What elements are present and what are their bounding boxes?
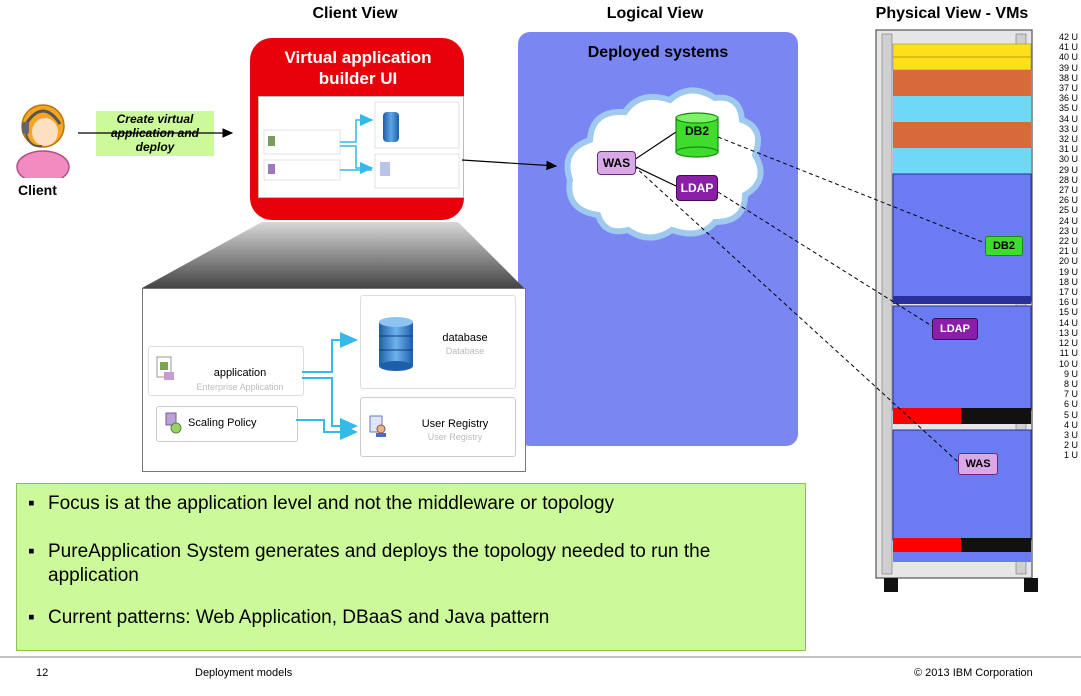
zoom-app-box[interactable]: [148, 346, 304, 396]
rack-unit-label: 20 U: [1058, 256, 1078, 267]
rack-unit-label: 31 U: [1058, 144, 1078, 155]
rack-unit-label: 15 U: [1058, 307, 1078, 318]
zoom-scaling-label: Scaling Policy: [188, 417, 257, 429]
footer-section: Deployment models: [195, 667, 293, 679]
deployed-systems-title: Deployed systems: [587, 44, 729, 61]
vm-db2-label[interactable]: DB2: [985, 236, 1023, 256]
logical-view-header: Logical View: [606, 5, 704, 22]
rack-unit-label: 25 U: [1058, 205, 1078, 216]
builder-title: Virtual application builder UI: [284, 48, 432, 88]
zoom-app-subtitle: Enterprise Application: [196, 382, 284, 392]
database-cylinder-icon: [378, 316, 414, 372]
rack-unit-label: 40 U: [1058, 52, 1078, 63]
client-label: Client: [18, 182, 57, 198]
rack-unit-label: 39 U: [1058, 62, 1078, 73]
user-registry-icon: [368, 414, 388, 438]
rack-unit-label: 41 U: [1058, 42, 1078, 53]
zoom-app-title: application: [213, 367, 267, 379]
bullet-2: ▪PureApplication System generates and de…: [28, 541, 711, 586]
rack-unit-label: 24 U: [1058, 215, 1078, 226]
client-avatar-icon: [12, 92, 74, 184]
zoom-db-title: database: [442, 332, 488, 344]
rack-unit-label: 28 U: [1058, 174, 1078, 185]
zoom-registry-title: User Registry: [421, 418, 489, 430]
vm-was-label[interactable]: WAS: [958, 453, 998, 475]
rack-unit-label: 10 U: [1058, 358, 1078, 369]
application-icon: [156, 356, 174, 382]
rack-unit-label: 9 U: [1063, 368, 1078, 379]
bullet-3: ▪Current patterns: Web Application, DBaa…: [28, 607, 550, 628]
zoom-projection: [142, 222, 524, 288]
db2-cylinder-icon: [675, 112, 719, 158]
rack-unit-label: 8 U: [1063, 378, 1078, 389]
scaling-policy-icon: [164, 412, 182, 434]
rack-unit-label: 11 U: [1059, 348, 1078, 359]
rack-unit-label: 33 U: [1058, 123, 1078, 134]
server-rack: [875, 29, 1038, 592]
vm-ldap-label[interactable]: LDAP: [932, 318, 978, 340]
rack-unit-label: 22 U: [1058, 236, 1078, 247]
bullet-1: ▪Focus is at the application level and n…: [28, 493, 615, 514]
rack-unit-label: 7 U: [1063, 389, 1078, 400]
rack-unit-label: 38 U: [1058, 72, 1078, 83]
zoom-db-subtitle: Database: [445, 346, 485, 356]
rack-unit-label: 26 U: [1058, 195, 1078, 206]
rack-unit-label: 13 U: [1058, 327, 1078, 338]
rack-unit-label: 34 U: [1058, 113, 1078, 124]
rack-unit-label: 37 U: [1058, 83, 1078, 94]
bullet-box: [16, 483, 806, 651]
rack-unit-label: 12 U: [1058, 338, 1078, 349]
rack-unit-label: 16 U: [1058, 297, 1078, 308]
rack-unit-label: 30 U: [1058, 154, 1078, 165]
rack-unit-label: 3 U: [1063, 429, 1078, 440]
zoom-registry-subtitle: User Registry: [427, 432, 483, 442]
rack-unit-label: 32 U: [1058, 134, 1078, 145]
rack-unit-label: 4 U: [1063, 419, 1078, 430]
rack-unit-label: 18 U: [1058, 276, 1078, 287]
rack-unit-label: 29 U: [1058, 164, 1078, 175]
rack-unit-label: 19 U: [1058, 266, 1078, 277]
page-number: 12: [36, 667, 49, 679]
rack-unit-label: 36 U: [1058, 93, 1078, 104]
rack-unit-label: 35 U: [1058, 103, 1078, 114]
rack-unit-label: 2 U: [1063, 440, 1078, 451]
builder-to-logical-arrow: [461, 159, 558, 171]
physical-view-header: Physical View - VMs: [875, 5, 1029, 22]
thumb-content: [263, 101, 460, 189]
zoom-registry-box[interactable]: [360, 397, 516, 457]
footer-copyright: © 2013 IBM Corporation: [914, 667, 1033, 679]
rack-unit-label: 42 U: [1058, 32, 1078, 42]
client-view-header: Client View: [312, 5, 398, 22]
ldap-node[interactable]: LDAP: [676, 175, 718, 201]
was-node[interactable]: WAS: [597, 151, 636, 175]
rack-unit-label: 27 U: [1058, 185, 1078, 196]
rack-unit-label: 17 U: [1058, 287, 1078, 298]
rack-unit-label: 14 U: [1058, 317, 1078, 328]
rack-unit-label: 1 U: [1063, 450, 1078, 461]
rack-unit-label: 21 U: [1058, 246, 1078, 257]
rack-unit-label: 5 U: [1063, 409, 1078, 420]
rack-unit-label: 6 U: [1063, 399, 1078, 410]
db2-node-label: DB2: [684, 124, 709, 138]
rack-unit-label: 23 U: [1058, 225, 1078, 236]
